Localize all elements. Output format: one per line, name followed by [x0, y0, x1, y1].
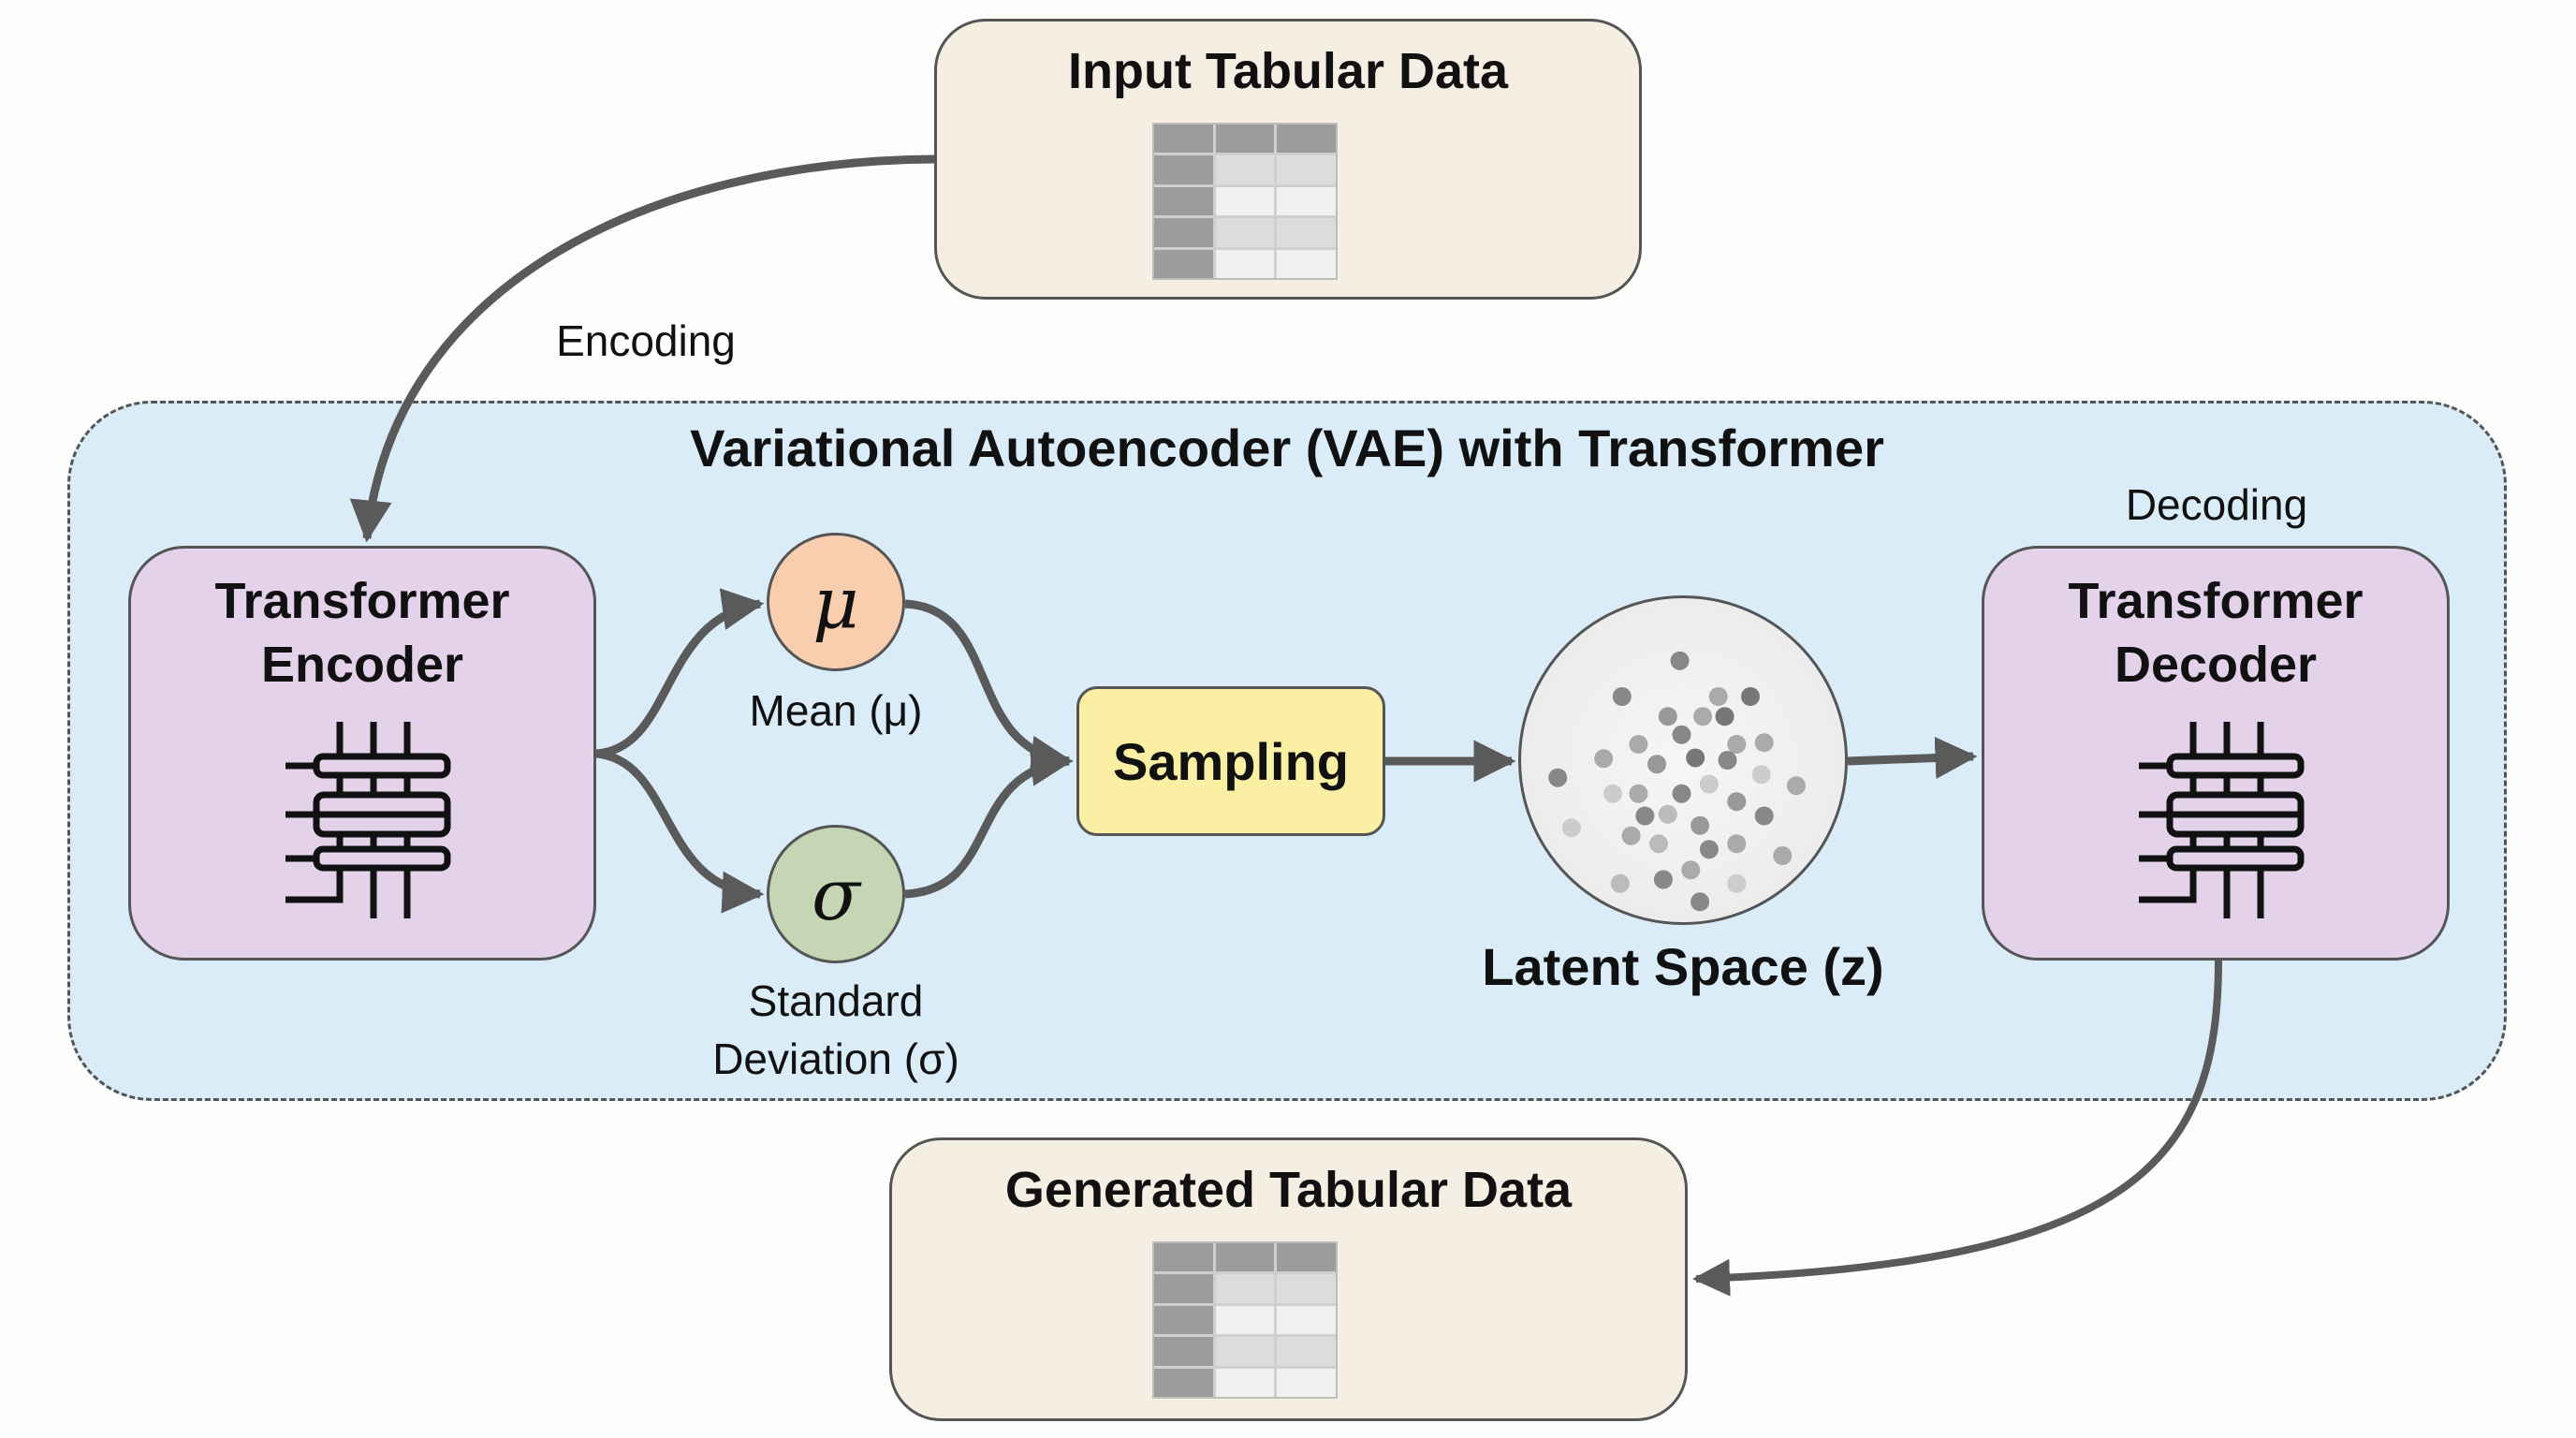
latent-point: [1741, 687, 1760, 706]
latent-point: [1670, 651, 1690, 670]
std-label-line2: Deviation (σ): [712, 1034, 959, 1083]
std-label-line1: Standard: [748, 976, 924, 1025]
latent-point: [1681, 860, 1701, 880]
latent-point: [1773, 846, 1793, 865]
latent-point: [1561, 818, 1581, 838]
latent-point: [1727, 873, 1747, 893]
latent-point: [1690, 815, 1710, 835]
latent-space-label: Latent Space (z): [1482, 937, 1884, 996]
mean-node[interactable]: μ: [767, 533, 905, 671]
latent-space-node[interactable]: [1518, 595, 1848, 925]
latent-point: [1699, 774, 1719, 794]
table-icon: [1152, 123, 1338, 280]
latent-point: [1751, 765, 1771, 785]
input-data-title: Input Tabular Data: [1067, 43, 1509, 99]
latent-point: [1693, 707, 1713, 726]
latent-point: [1708, 687, 1728, 706]
latent-point: [1649, 834, 1668, 854]
transformer-decoder-box[interactable]: Transformer Decoder: [1982, 546, 2450, 961]
generated-data-title: Generated Tabular Data: [1004, 1162, 1573, 1218]
latent-point: [1787, 776, 1806, 796]
latent-points: [1548, 651, 1806, 912]
latent-point: [1612, 687, 1632, 706]
latent-point: [1603, 784, 1622, 803]
latent-point: [1727, 834, 1747, 854]
latent-point: [1658, 707, 1677, 726]
latent-point: [1672, 725, 1691, 744]
latent-point: [1727, 792, 1747, 812]
latent-point: [1718, 751, 1737, 770]
latent-point: [1629, 784, 1648, 803]
latent-point: [1672, 784, 1691, 803]
vae-title: Variational Autoencoder (VAE) with Trans…: [690, 418, 1884, 477]
std-node[interactable]: σ: [767, 825, 905, 963]
latent-point: [1629, 735, 1648, 754]
latent-point: [1594, 749, 1614, 769]
input-data-box[interactable]: Input Tabular Data: [934, 19, 1642, 300]
mean-label: Mean (μ): [749, 686, 923, 735]
latent-point: [1727, 735, 1747, 754]
latent-point: [1621, 826, 1641, 845]
latent-point: [1754, 733, 1774, 753]
transformer-layers-icon: [285, 722, 451, 918]
generated-data-box[interactable]: Generated Tabular Data: [889, 1137, 1688, 1421]
latent-point: [1715, 707, 1734, 726]
sampling-box[interactable]: Sampling: [1076, 686, 1385, 836]
latent-point: [1690, 892, 1710, 912]
latent-point: [1699, 840, 1719, 859]
latent-point: [1548, 768, 1568, 787]
latent-point: [1635, 806, 1655, 826]
latent-point: [1610, 873, 1630, 893]
transformer-layers-icon: [2139, 722, 2305, 918]
transformer-encoder-box[interactable]: Transformer Encoder: [128, 546, 596, 961]
latent-point: [1658, 804, 1677, 824]
encoder-title-line2: Encoder: [260, 637, 464, 693]
decoding-label: Decoding: [2125, 480, 2308, 529]
latent-point: [1754, 806, 1774, 826]
latent-point: [1653, 870, 1673, 889]
encoding-label: Encoding: [556, 316, 736, 365]
latent-point: [1647, 755, 1667, 774]
encoder-title-line1: Transformer: [214, 573, 510, 629]
table-icon: [1152, 1241, 1338, 1399]
decoder-title-line2: Decoder: [2114, 637, 2318, 693]
decoder-title-line1: Transformer: [2068, 573, 2364, 629]
latent-point: [1686, 748, 1705, 768]
